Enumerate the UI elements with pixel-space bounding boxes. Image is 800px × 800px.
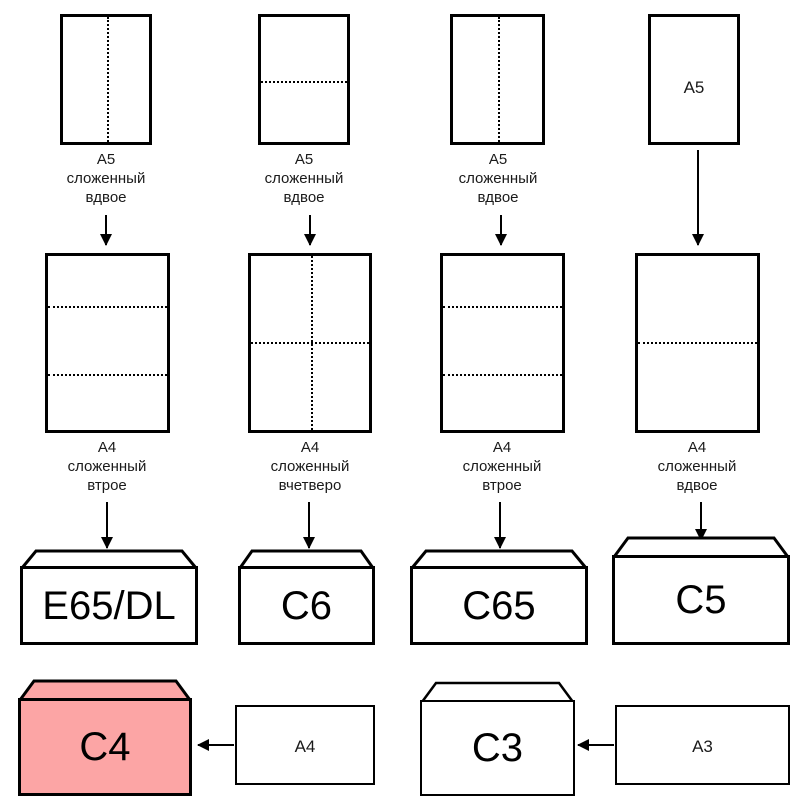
envelope-c6[interactable]: C6 — [238, 548, 375, 645]
arrow-a4-to-env-col1 — [106, 502, 108, 548]
envelope-body: C65 — [410, 566, 588, 645]
sheet-a5-col1 — [60, 14, 152, 145]
envelope-label-c6: C6 — [280, 583, 333, 628]
envelope-c3[interactable]: C3 — [420, 680, 575, 796]
envelope-label-e65-dl: E65/DL — [42, 583, 176, 628]
arrow-a4-to-env-col2 — [308, 502, 310, 548]
sheet-a4-col2 — [248, 253, 372, 433]
arrow-a5-to-a4-col3 — [500, 215, 502, 245]
envelope-label-c3: C3 — [471, 726, 524, 770]
fold-line-vertical — [107, 17, 109, 142]
sheet-a4-col1 — [45, 253, 170, 433]
fold-line-horizontal-2 — [48, 374, 167, 376]
sheet-a5-col4: A5 — [648, 14, 740, 145]
envelope-body: C5 — [612, 555, 790, 645]
envelope-label-c5: C5 — [675, 578, 727, 622]
envelope-body: C3 — [420, 700, 575, 796]
envelope-flap-icon — [238, 549, 375, 569]
sheet-a4-col4 — [635, 253, 760, 433]
arrow-a5-to-a4-col4 — [697, 150, 699, 245]
envelope-c5[interactable]: C5 — [612, 535, 790, 645]
envelope-label-c4: C4 — [79, 725, 131, 769]
fold-line-horizontal — [638, 342, 757, 344]
fold-line-vertical — [311, 256, 313, 430]
sheet-a4-col3 — [440, 253, 565, 433]
arrow-a5-to-a4-col1 — [105, 215, 107, 245]
envelope-e65-dl[interactable]: E65/DL — [20, 548, 198, 645]
envelope-flap-icon — [612, 536, 790, 558]
caption-a4-col4: A4 сложенный вдвое — [657, 439, 737, 494]
sheet-a4-bottom: A4 — [235, 705, 375, 785]
caption-a4-col1: A4 сложенный втрое — [67, 439, 147, 494]
caption-a5-col3: A5 сложенный вдвое — [458, 151, 538, 206]
arrow-a4-to-env-col4 — [700, 502, 702, 540]
envelope-flap-icon — [420, 681, 575, 703]
fold-line-horizontal — [261, 81, 347, 83]
arrow-a5-to-a4-col2 — [309, 215, 311, 245]
envelope-c65[interactable]: C65 — [410, 548, 588, 645]
caption-a5-col2: A5 сложенный вдвое — [264, 151, 344, 206]
arrow-a4-to-c4 — [198, 744, 234, 746]
sheet-a5-col4-label: A5 — [683, 78, 705, 97]
envelope-body: E65/DL — [20, 566, 198, 645]
sheet-a5-col3 — [450, 14, 545, 145]
envelope-label-c65: C65 — [462, 583, 536, 628]
fold-line-vertical — [498, 17, 500, 142]
arrow-a3-to-c3 — [578, 744, 614, 746]
envelope-flap-icon — [410, 549, 588, 569]
envelope-flap-icon — [20, 549, 198, 569]
sheet-a3-bottom-label: A3 — [692, 737, 713, 756]
sheet-a3-bottom: A3 — [615, 705, 790, 785]
envelope-body: C6 — [238, 566, 375, 645]
fold-line-horizontal-2 — [443, 374, 562, 376]
caption-a4-col3: A4 сложенный втрое — [462, 439, 542, 494]
fold-line-horizontal-1 — [443, 306, 562, 308]
envelope-body: C4 — [18, 698, 192, 796]
sheet-a5-col2 — [258, 14, 350, 145]
fold-line-horizontal-1 — [48, 306, 167, 308]
fold-line-horizontal — [251, 342, 369, 344]
caption-a5-col1: A5 сложенный вдвое — [66, 151, 146, 206]
envelope-flap-icon — [18, 679, 192, 701]
arrow-a4-to-env-col3 — [499, 502, 501, 548]
envelope-c4[interactable]: C4 — [18, 678, 192, 796]
caption-a4-col2: A4 сложенный вчетверо — [270, 439, 350, 494]
sheet-a4-bottom-label: A4 — [294, 737, 316, 756]
